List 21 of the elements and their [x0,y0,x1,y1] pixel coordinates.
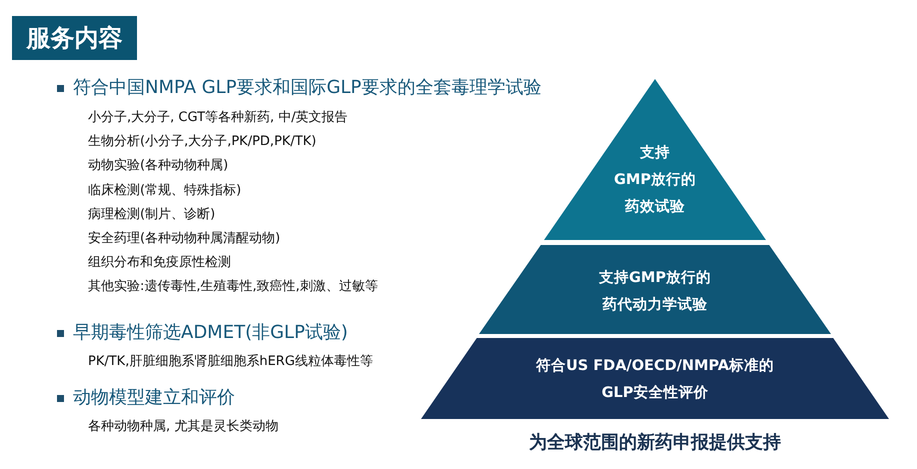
pyramid-tier [421,338,889,419]
tier-text: 支持GMP放行的药代动力学试验 [598,268,712,315]
list-item: 小分子,大分子, CGT等各种新药, 中/英文报告 [88,110,348,126]
tier-text: 支持GMP放行的药效试验 [613,144,697,217]
pyramid-caption: 为全球范围的新药申报提供支持 [528,431,782,455]
list-item: 临床检测(常规、特殊指标) [88,182,242,200]
pyramid-tier [479,245,831,334]
list-item: 动物实验(各种动物种属) [88,158,228,174]
list-item: 病理检测(制片、诊断) [88,206,216,224]
section-heading: 早期毒性筛选ADMET(非GLP试验) [73,321,348,345]
section-heading: 符合中国NMPA GLP要求和国际GLP要求的全套毒理学试验 [73,76,542,100]
list-item: 组织分布和免疫原性检测 [88,254,231,272]
list-item: 各种动物种属, 尤其是灵长类动物 [88,418,278,436]
list-item: PK/TK,肝脏细胞系肾脏细胞系hERG线粒体毒性等 [88,354,373,370]
list-item: 安全药理(各种动物种属清醒动物) [88,230,280,248]
list-item: 其他实验:遗传毒性,生殖毒性,致癌性,刺激、过敏等 [88,278,378,296]
section-heading: 动物模型建立和评价 [73,386,235,410]
list-item: 生物分析(小分子,大分子,PK/PD,PK/TK) [88,134,316,150]
title-banner: 服务内容 [12,16,137,60]
tier-text: 符合US FDA/OECD/NMPA标准的GLP安全性评价 [534,356,775,403]
pyramid-tier [544,79,766,240]
